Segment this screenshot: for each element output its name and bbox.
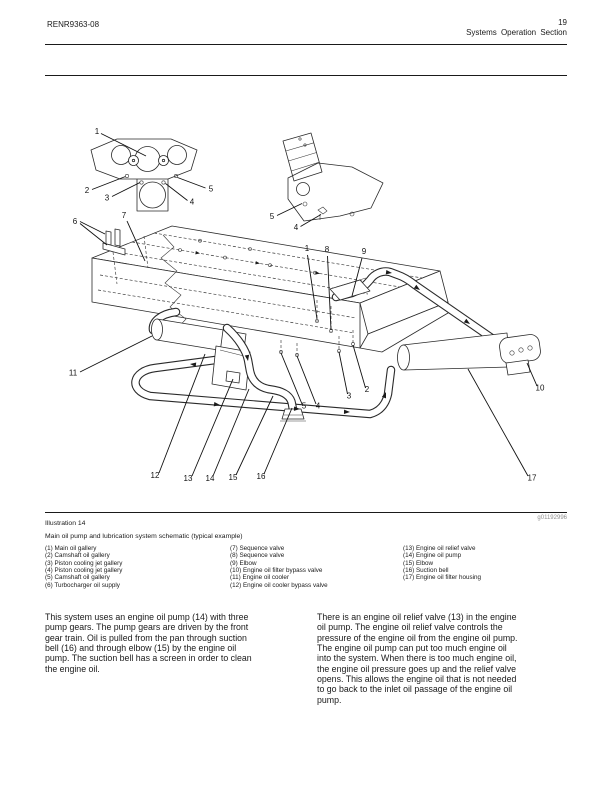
body-line: oil pump. The engine oil relief valve co… [317, 622, 503, 633]
legend-item: (13) Engine oil relief valve [403, 545, 476, 552]
illustration-caption: Illustration 14 [45, 520, 86, 527]
legend-item: (2) Camshaft oil gallery [45, 552, 110, 560]
callout-label: 9 [362, 247, 367, 256]
legend-item: (12) Engine oil cooler bypass valve [230, 581, 328, 589]
header-right: 19 Systems Operation Section [466, 18, 567, 38]
page-number: 19 [558, 18, 567, 27]
callout-label: 12 [151, 471, 160, 480]
legend-item: (6) Turbocharger oil supply [45, 581, 120, 589]
legend-item: (5) Camshaft oil gallery [45, 574, 110, 582]
callout-label: 2 [365, 385, 370, 394]
legend-column-3: (13) Engine oil relief valve (14) Engine… [403, 545, 481, 582]
body-paragraph-left: This system uses an engine oil pump (14)… [45, 612, 252, 674]
callout-label: 7 [122, 211, 127, 220]
callout-label: 5 [302, 402, 307, 411]
legend-item: (10) Engine oil filter bypass valve [230, 567, 323, 575]
body-line: pressure of the engine oil from the engi… [317, 632, 518, 643]
callout-leaders [79, 220, 538, 477]
callout-label: 3 [105, 194, 110, 203]
legend-item: (1) Main oil gallery [45, 545, 97, 552]
callout-label: 5 [270, 212, 275, 221]
body-line: into the system. When there is too much … [317, 653, 517, 664]
body-line: bell (16) and through elbow (15) by the … [45, 643, 237, 654]
body-line: opens. This allows the engine oil that i… [317, 674, 517, 685]
main-schematic: 6 7 1 8 9 11 2 3 4 5 10 17 12 13 14 15 1… [69, 211, 545, 483]
body-line: There is an engine oil relief valve (13)… [317, 612, 517, 622]
body-line: gear train. Oil is pulled from the pan t… [45, 632, 247, 643]
legend-item: (15) Elbow [403, 559, 434, 567]
body-line: the engine oil. [45, 663, 100, 674]
doc-number: RENR9363-08 [47, 20, 100, 29]
illustration-description: Main oil pump and lubrication system sch… [45, 533, 243, 540]
callout-label: 11 [69, 369, 78, 378]
legend-item: (7) Sequence valve [230, 545, 285, 552]
legend-item: (14) Engine oil pump [403, 552, 462, 560]
body-line: pump gears. The pump gears are driven by… [45, 622, 249, 633]
legend-column-2: (7) Sequence valve (8) Sequence valve (9… [230, 545, 328, 589]
callout-label: 2 [85, 186, 90, 195]
body-line: the engine oil pressure goes up and the … [317, 663, 517, 674]
callout-label: 1 [305, 244, 310, 253]
callout-label: 13 [184, 474, 193, 483]
callout-label: 14 [206, 474, 215, 483]
callout-label: 6 [73, 217, 78, 226]
content-top-rule [45, 75, 567, 76]
legend-item: (9) Elbow [230, 559, 257, 567]
illustration-divider-rule [45, 512, 567, 513]
callout-label: 4 [316, 402, 321, 411]
callout-label: 8 [325, 245, 330, 254]
legend-item: (4) Piston cooling jet gallery [45, 567, 123, 575]
section-title: Systems Operation Section [466, 28, 567, 37]
body-line: pump. [317, 694, 342, 705]
block-fragment-view: 5 4 [270, 132, 384, 232]
body-paragraph-right: There is an engine oil relief valve (13)… [317, 612, 518, 705]
callout-label: 3 [347, 392, 352, 401]
callout-label: 16 [257, 472, 266, 481]
callout-label: 10 [536, 384, 545, 393]
body-line: The engine oil pump can put too much eng… [317, 643, 507, 654]
callout-label: 17 [528, 474, 537, 483]
legend-item: (3) Piston cooling jet gallery [45, 559, 123, 567]
body-line: This system uses an engine oil pump (14)… [45, 612, 249, 622]
legend-item: (17) Engine oil filter housing [403, 574, 482, 582]
legend-item: (16) Suction bell [403, 567, 449, 575]
callout-label: 15 [229, 473, 238, 482]
callout-label: 4 [190, 198, 195, 207]
header-rule [45, 44, 567, 45]
body-line: pump. The suction bell has a screen in o… [45, 653, 252, 664]
figure-id: g01192996 [537, 515, 567, 521]
legend-item: (11) Engine oil cooler [230, 574, 290, 582]
callout-label: 5 [209, 185, 214, 194]
engine-front-view: 1 2 3 4 5 [85, 127, 214, 212]
legend-item: (8) Sequence valve [230, 552, 285, 560]
callout-label: 1 [95, 127, 100, 136]
body-line: to go back to the inlet oil passage of t… [317, 684, 513, 695]
callout-label: 4 [294, 223, 299, 232]
legend-column-1: (1) Main oil gallery (2) Camshaft oil ga… [45, 545, 122, 589]
